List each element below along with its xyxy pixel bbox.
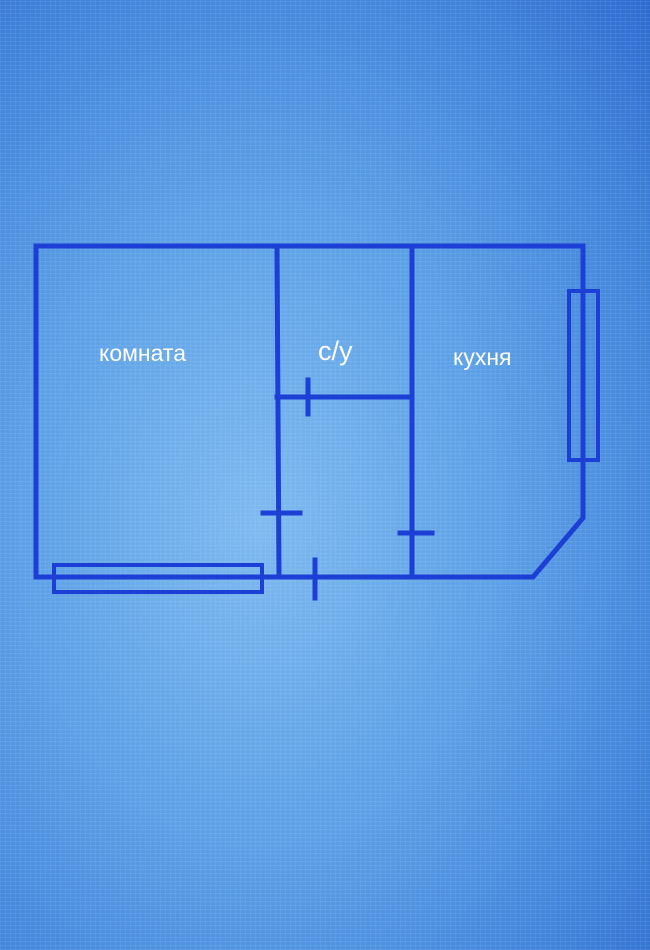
kitchen-label: кухня	[453, 344, 512, 370]
window-room	[52, 563, 264, 594]
window-kitchen	[567, 289, 600, 462]
room-label: комната	[99, 340, 186, 366]
bathroom-label: с/у	[318, 336, 353, 366]
wall-room-bathroom	[274, 243, 282, 580]
outer-wall	[33, 243, 586, 580]
